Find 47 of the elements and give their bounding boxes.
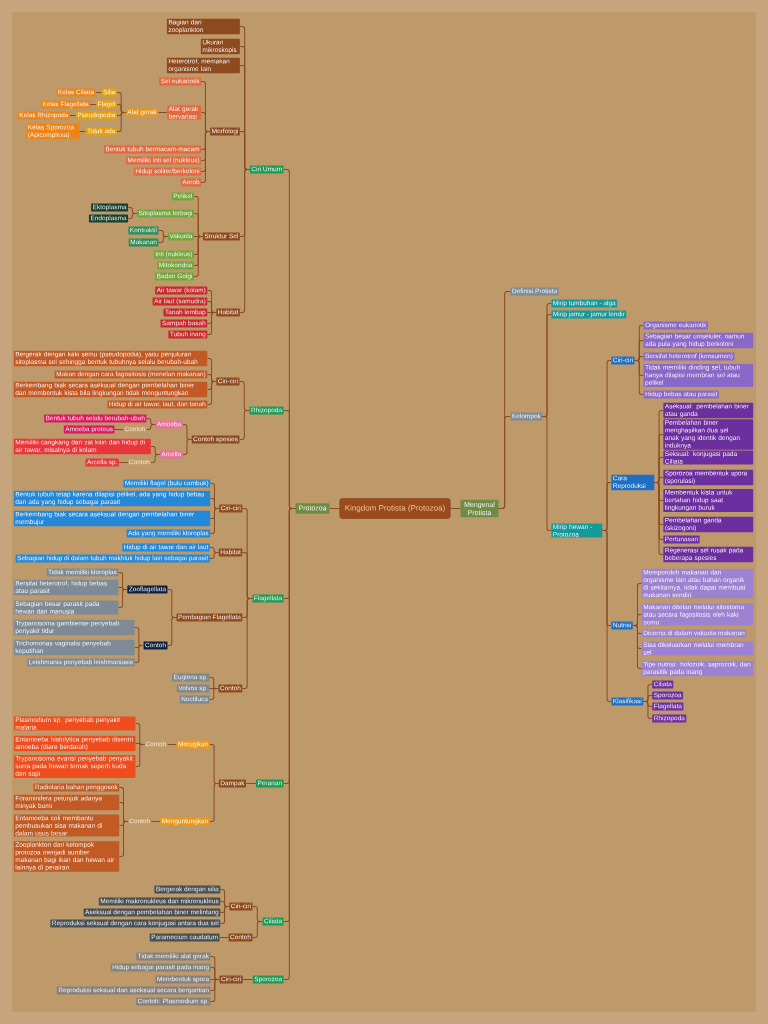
branch-line: [79, 131, 86, 132]
branch-line: [602, 530, 612, 702]
branch-line: [245, 783, 257, 784]
branch-line: [242, 598, 253, 689]
branch-line: [118, 821, 129, 857]
branch-line: [206, 312, 217, 313]
branch-line: [193, 236, 204, 237]
branch-line: [118, 589, 128, 608]
branch-line: [127, 213, 138, 219]
branch-line: [498, 416, 511, 509]
branch-line: [95, 92, 102, 93]
branch-line: [150, 454, 161, 463]
branch-line: [654, 482, 664, 555]
branch-line: [329, 508, 340, 509]
branch-line: [242, 979, 254, 980]
branch-line: [642, 701, 653, 719]
branch-line: [89, 104, 97, 105]
central-topic-box: Kingdom Protista (Protozoa): [339, 498, 451, 519]
branch-line: [209, 783, 220, 822]
branch-line: [167, 744, 177, 745]
branch-line: [182, 439, 192, 455]
branch-line: [450, 508, 461, 509]
branch-line: [150, 821, 161, 822]
branch-line: [632, 625, 643, 669]
branch-line: [116, 112, 127, 132]
branch-line: [209, 688, 219, 689]
branch-line: [167, 617, 177, 646]
branch-line: [542, 416, 552, 531]
branch-line: [634, 360, 644, 395]
branch-line: [69, 115, 77, 116]
branch-line: [239, 169, 251, 313]
branch-line: [210, 979, 220, 980]
branch-line: [239, 410, 250, 440]
branch-line: [134, 645, 144, 663]
branch-line: [209, 508, 220, 534]
branch-line: [158, 236, 169, 243]
branch-line: [200, 131, 211, 183]
branch-line: [206, 381, 217, 405]
branch-line: [118, 462, 129, 463]
branch-line: [209, 552, 220, 559]
branch-line: [135, 744, 145, 767]
branch-line: [114, 429, 124, 430]
branch-line: [146, 424, 156, 430]
branch-line: [157, 112, 168, 113]
branch-line: [219, 937, 229, 938]
branch-line: [252, 921, 263, 938]
branch-line: [220, 906, 230, 924]
